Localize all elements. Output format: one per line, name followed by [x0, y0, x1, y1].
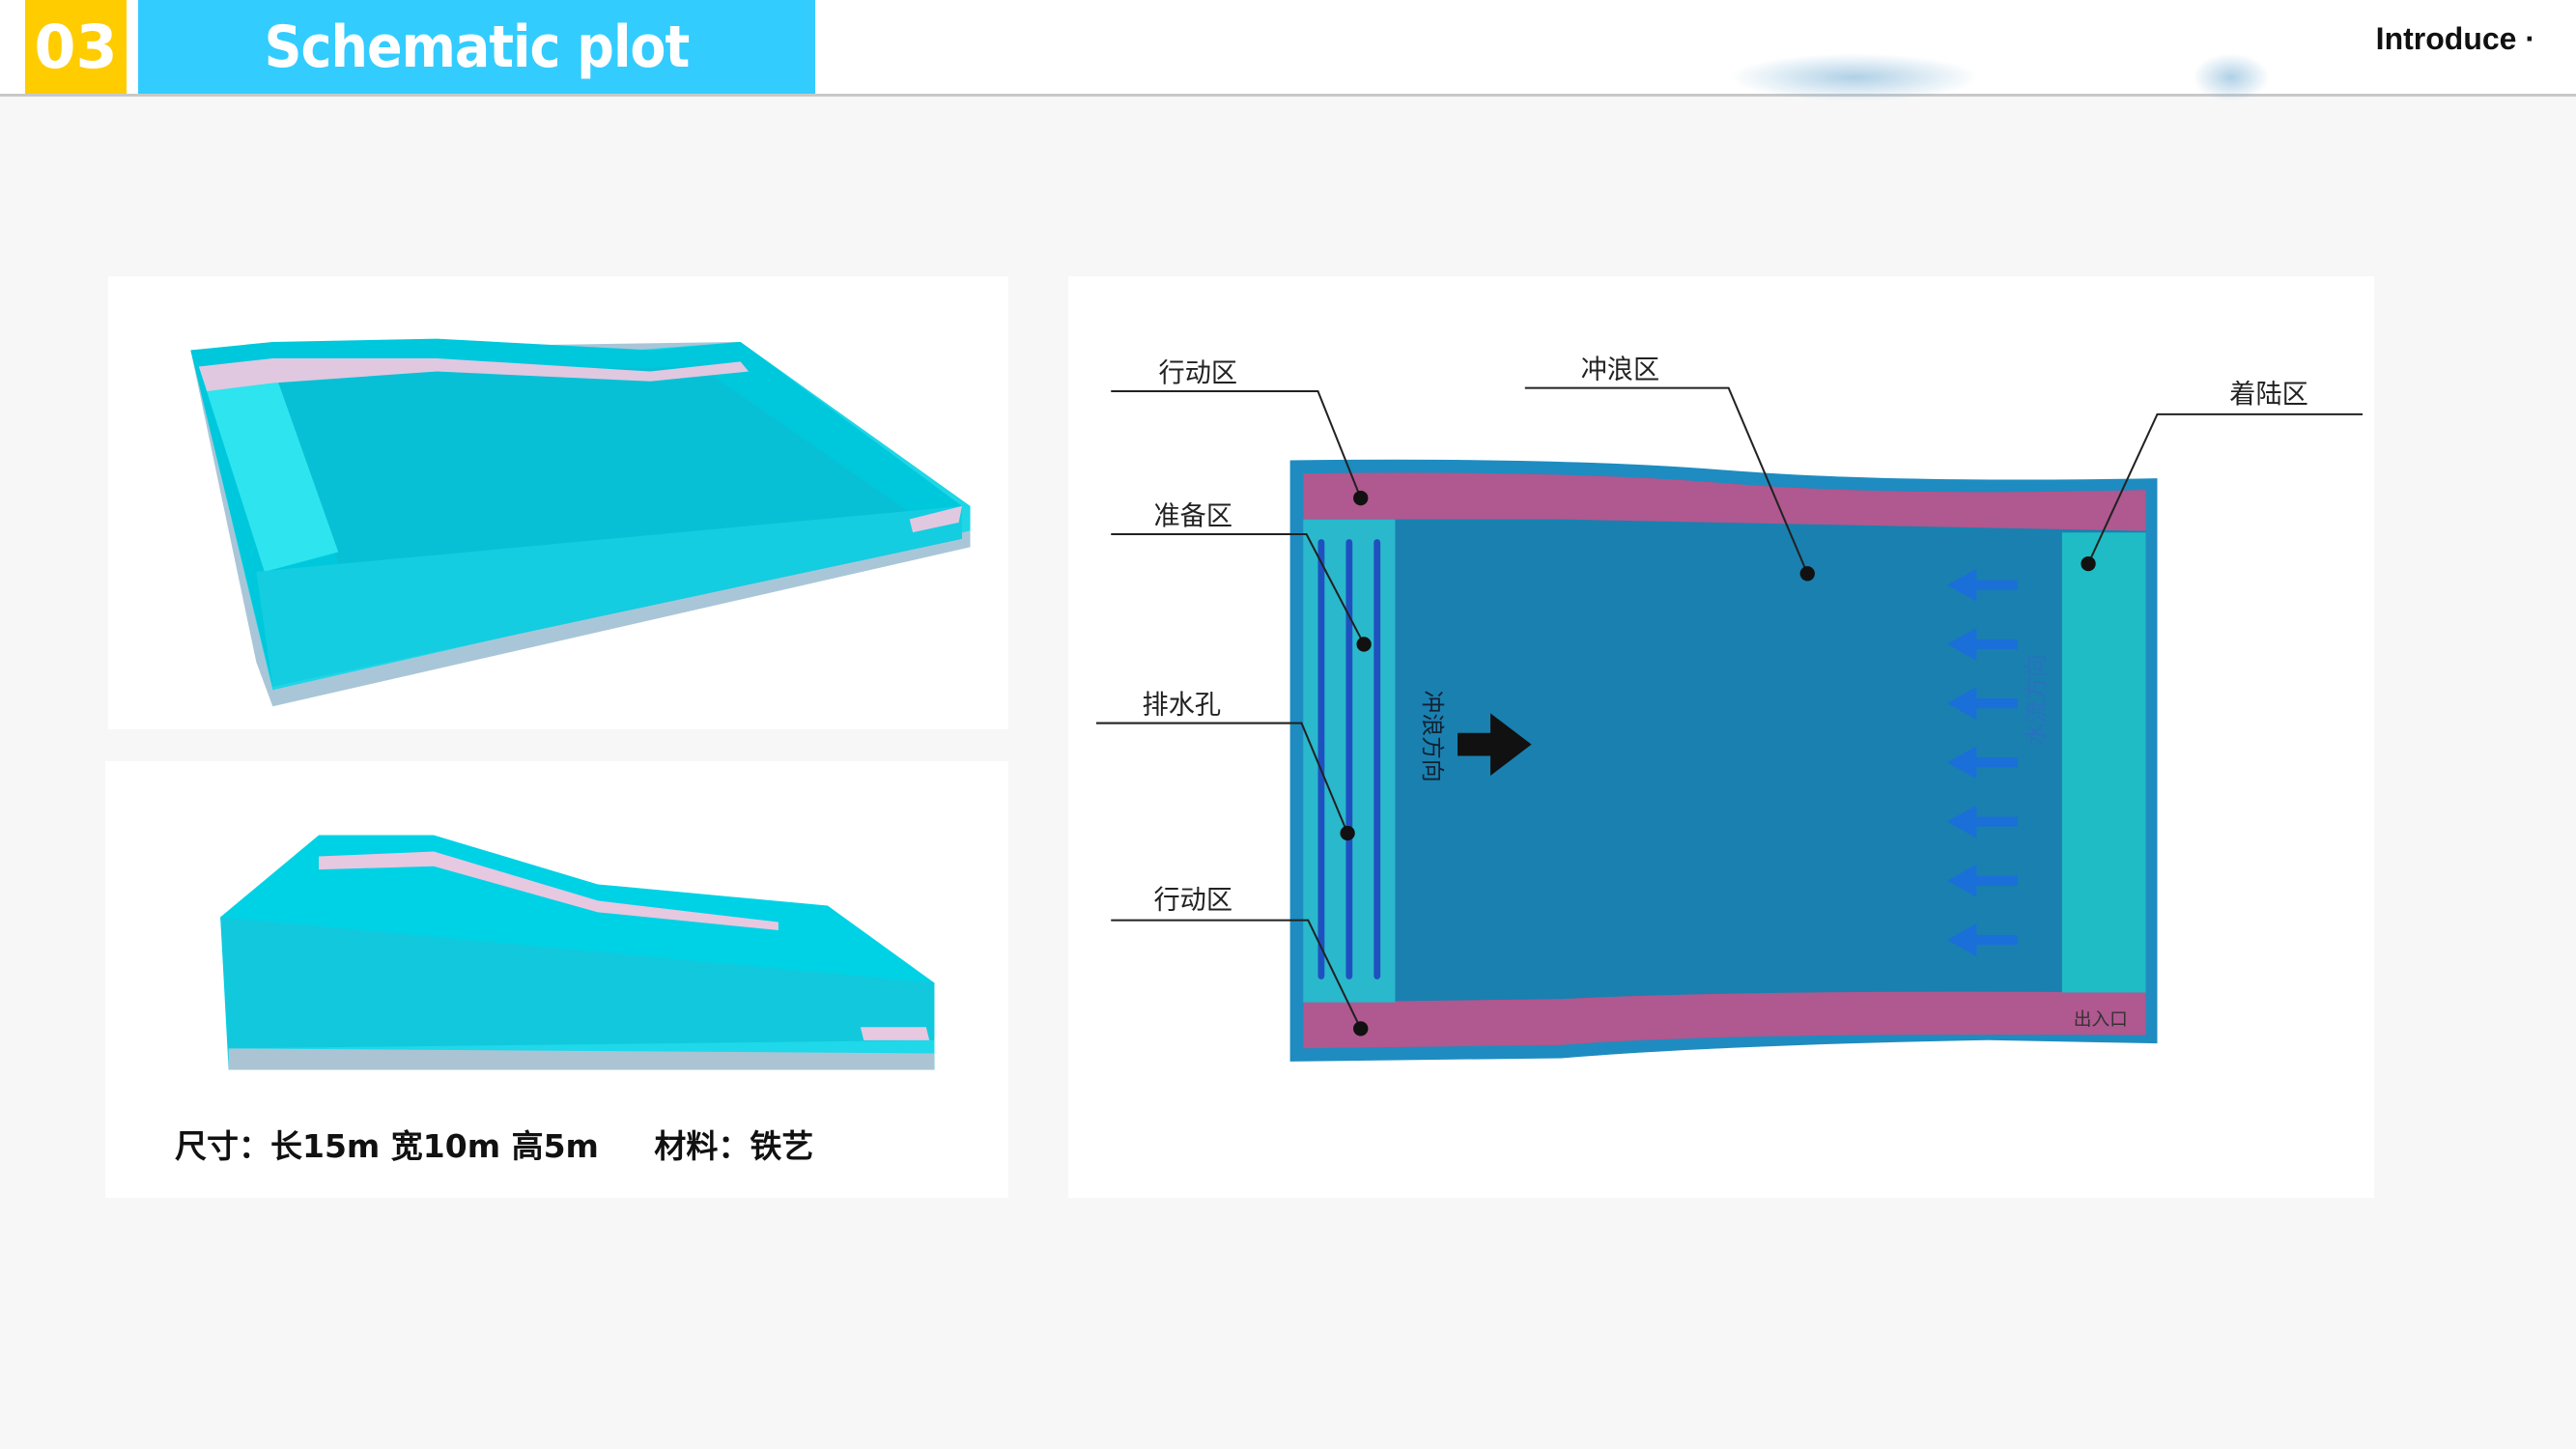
surf-direction-arrow-icon — [1458, 713, 1532, 776]
walkway-top — [1303, 472, 2146, 531]
leader-lines — [1095, 386, 2364, 1030]
decorative-glow — [1729, 53, 1980, 101]
schematic-diagram-panel: 行动区 准备区 排水孔 行动区 冲浪区 着陆区 冲浪方向 水流方向 出入口 — [1068, 276, 2374, 1198]
leader-dots — [1340, 490, 2096, 1037]
walkway-bottom — [1303, 991, 2146, 1049]
label-drain-holes: 排水孔 — [1143, 690, 1222, 720]
render-perspective-panel — [108, 276, 1008, 729]
water-flow-arrows — [1946, 568, 2018, 957]
header-bar: 03 Schematic plot Introduce · — [0, 0, 2576, 101]
label-prep-zone: 准备区 — [1153, 501, 1232, 531]
label-water-flow-direction: 水流方向 — [2023, 654, 2050, 746]
label-action-zone-top: 行动区 — [1159, 358, 1238, 388]
pool-3d-render-side — [220, 835, 935, 1070]
render-side-panel: 尺寸：长15m 宽10m 高5m 材料：铁艺 — [105, 761, 1008, 1198]
pool-3d-render-top — [190, 338, 971, 707]
material-spec: 材料：铁艺 — [654, 1127, 814, 1165]
label-entrance: 出入口 — [2074, 1009, 2128, 1030]
landing-zone — [2061, 532, 2146, 993]
nav-introduce[interactable]: Introduce · — [2375, 21, 2535, 56]
label-surf-direction: 冲浪方向 — [1419, 691, 1446, 782]
decorative-glow — [2193, 53, 2270, 101]
label-surf-zone: 冲浪区 — [1581, 355, 1660, 384]
spec-caption: 尺寸：长15m 宽10m 高5m 材料：铁艺 — [175, 1121, 813, 1167]
label-landing-zone: 着陆区 — [2229, 380, 2308, 410]
page-title: Schematic plot — [138, 0, 815, 94]
pool-water — [1303, 472, 2146, 1049]
pool-plan-diagram: 行动区 准备区 排水孔 行动区 冲浪区 着陆区 冲浪方向 水流方向 出入口 — [1095, 355, 2364, 1062]
size-spec: 尺寸：长15m 宽10m 高5m — [175, 1127, 599, 1165]
section-number: 03 — [25, 0, 127, 94]
label-action-zone-bottom: 行动区 — [1153, 886, 1232, 916]
